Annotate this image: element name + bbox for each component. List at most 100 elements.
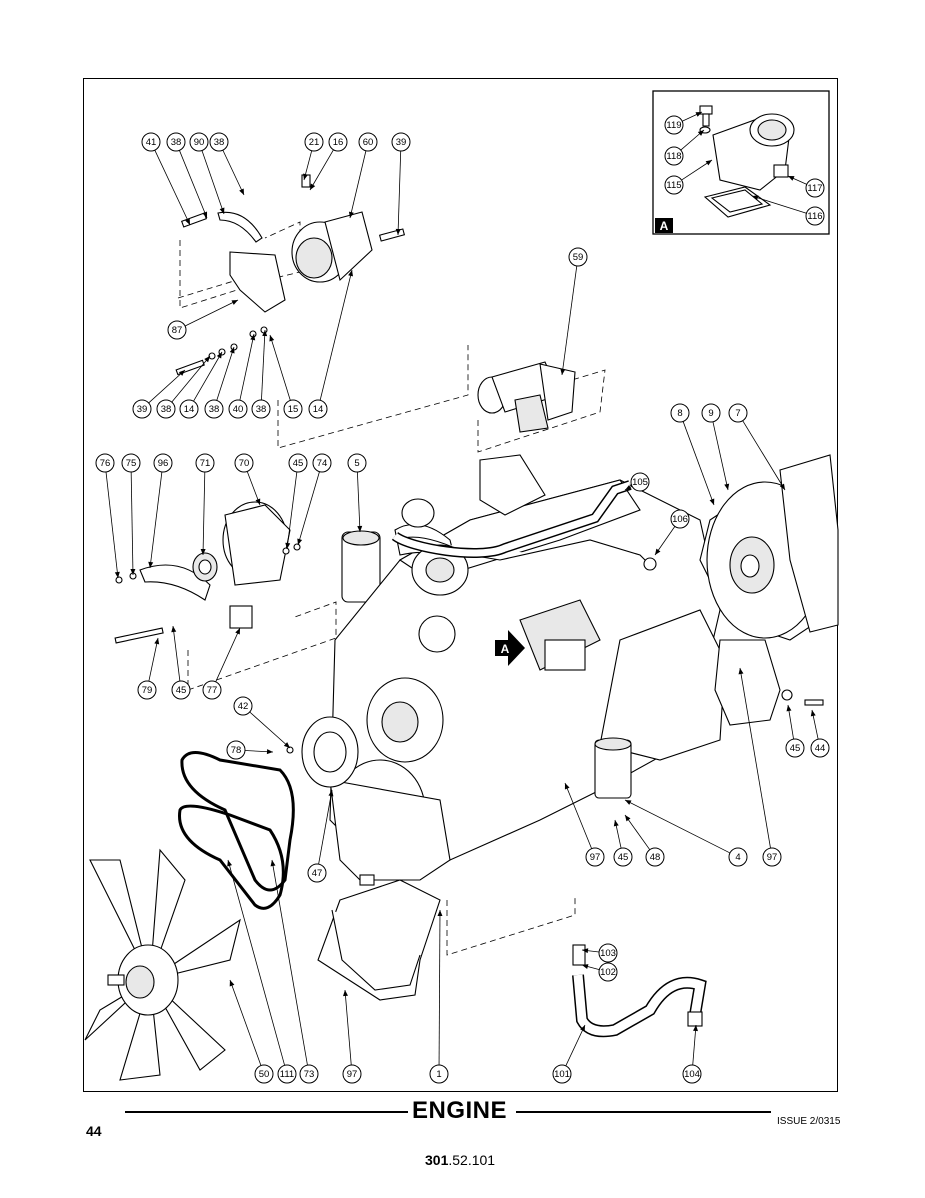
callout-14b: 14 xyxy=(308,399,328,419)
engine-block xyxy=(329,454,726,886)
callout-47: 47 xyxy=(307,863,327,883)
leader-line xyxy=(172,625,181,682)
callout-circle xyxy=(728,847,748,867)
callout-number: 45 xyxy=(790,743,801,754)
callout-number: 42 xyxy=(238,701,249,712)
callout-circle xyxy=(202,680,222,700)
callout-number: 105 xyxy=(632,477,648,488)
leader-arrowhead xyxy=(266,749,273,755)
callout-number: 60 xyxy=(363,137,374,148)
leader-line xyxy=(269,334,291,401)
callout-115: 115 xyxy=(664,175,684,195)
callout-59: 59 xyxy=(568,247,588,267)
leader-arrowhead xyxy=(625,484,632,490)
callout-circle xyxy=(209,132,229,152)
callout-number: 38 xyxy=(214,137,225,148)
callout-number: 41 xyxy=(146,137,157,148)
callout-circle xyxy=(598,943,618,963)
callout-circle xyxy=(670,403,690,423)
callout-number: 106 xyxy=(672,514,688,525)
leader-line xyxy=(397,150,402,236)
leader-arrowhead xyxy=(310,183,316,190)
leader-arrowhead xyxy=(219,207,225,214)
callout-circle xyxy=(171,680,191,700)
callout-circle xyxy=(121,453,141,473)
callout-38c: 38 xyxy=(156,399,176,419)
callout-97b: 97 xyxy=(762,847,782,867)
callout-5: 5 xyxy=(347,453,367,473)
callout-circle xyxy=(805,178,825,198)
callout-circle xyxy=(552,1064,572,1084)
callout-9: 9 xyxy=(701,403,721,423)
callout-97a: 97 xyxy=(585,847,605,867)
callout-number: 76 xyxy=(100,458,111,469)
callout-number: 45 xyxy=(293,458,304,469)
starter-motor xyxy=(477,361,606,453)
callout-circle xyxy=(189,132,209,152)
leader-line xyxy=(564,782,592,849)
callout-116: 116 xyxy=(805,206,825,226)
callout-circle xyxy=(664,115,684,135)
leader-arrowhead xyxy=(216,352,222,359)
callout-1: 1 xyxy=(429,1064,449,1084)
callout-73: 73 xyxy=(299,1064,319,1084)
leader-line xyxy=(201,150,225,215)
callout-circle xyxy=(328,132,348,152)
leader-arrowhead xyxy=(204,356,210,363)
leader-arrowhead xyxy=(202,211,208,218)
callout-4: 4 xyxy=(728,847,748,867)
title-rule-right xyxy=(516,1111,771,1113)
leader-arrowhead xyxy=(580,1025,585,1032)
callout-number: 116 xyxy=(807,211,822,222)
callout-number: 45 xyxy=(618,852,629,863)
callout-circle xyxy=(645,847,665,867)
callout-circle xyxy=(234,453,254,473)
leader-line xyxy=(751,195,807,214)
damper-pulley xyxy=(286,716,359,788)
leader-line xyxy=(216,346,235,401)
leader-arrowhead xyxy=(297,538,303,545)
callout-number: 77 xyxy=(207,685,218,696)
callout-21: 21 xyxy=(304,132,324,152)
callout-circle xyxy=(701,403,721,423)
callout-circle xyxy=(179,399,199,419)
callout-number: 9 xyxy=(708,408,713,419)
leader-line xyxy=(261,329,266,401)
callout-circle xyxy=(342,1064,362,1084)
callout-number: 97 xyxy=(347,1069,358,1080)
leader-arrowhead xyxy=(239,188,244,195)
callout-38e: 38 xyxy=(251,399,271,419)
callout-50: 50 xyxy=(254,1064,274,1084)
callout-circle xyxy=(630,472,650,492)
callout-circle xyxy=(167,320,187,340)
callout-number: 14 xyxy=(184,404,195,415)
leader-line xyxy=(624,814,651,850)
callout-circle xyxy=(358,132,378,152)
callout-number: 5 xyxy=(354,458,359,469)
callout-number: 119 xyxy=(666,120,681,131)
leader-arrowhead xyxy=(709,498,715,505)
callout-102: 102 xyxy=(598,962,618,982)
leader-line xyxy=(202,471,206,556)
leader-arrowhead xyxy=(564,783,570,790)
leader-arrowhead xyxy=(625,815,631,822)
callout-circle xyxy=(277,1064,297,1084)
leader-arrowhead xyxy=(328,790,334,797)
issue-label: ISSUE 2/0315 xyxy=(777,1116,841,1127)
leader-arrowhead xyxy=(171,626,177,633)
leader-arrowhead xyxy=(343,990,348,997)
leader-arrowhead xyxy=(262,330,268,337)
callout-circle xyxy=(153,453,173,473)
callout-number: 40 xyxy=(233,404,244,415)
leader-arrowhead xyxy=(779,483,785,490)
document-code: 301.52.101 xyxy=(425,1152,495,1168)
callout-78: 78 xyxy=(226,740,246,760)
leader-arrowhead xyxy=(148,561,154,568)
callout-40: 40 xyxy=(228,399,248,419)
leader-arrowhead xyxy=(231,300,238,305)
leader-arrowhead xyxy=(786,705,792,712)
leader-arrowhead xyxy=(269,335,275,342)
callout-15: 15 xyxy=(283,399,303,419)
leader-line xyxy=(193,351,223,402)
callout-circle xyxy=(670,509,690,529)
